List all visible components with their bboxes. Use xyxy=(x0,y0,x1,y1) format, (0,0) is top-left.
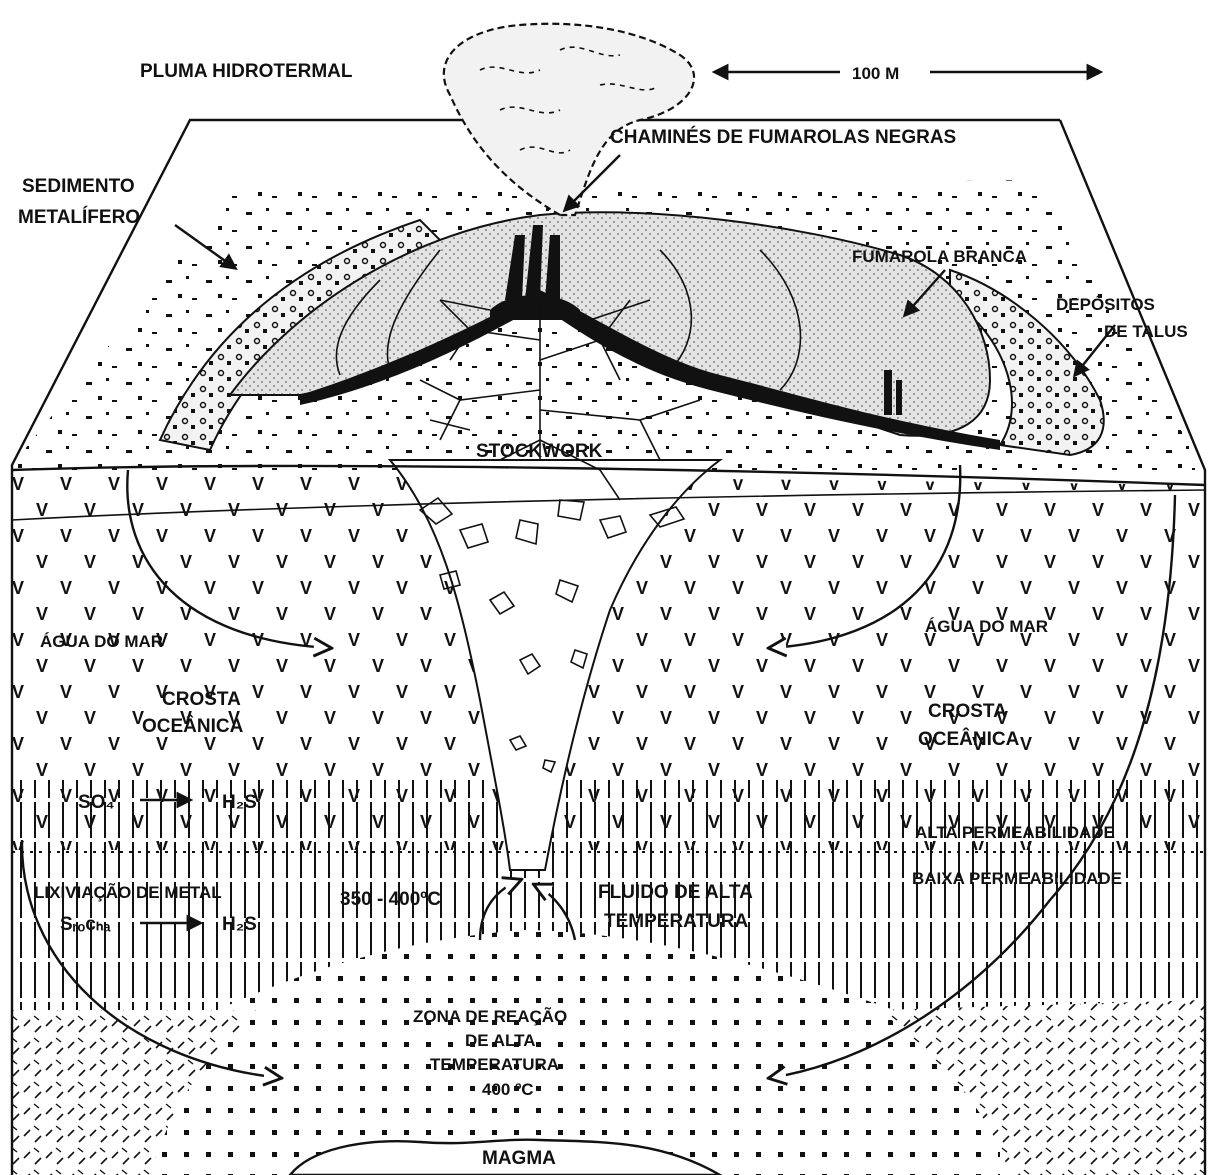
reaction-zone-line3: TEMPERATURA xyxy=(430,1055,559,1074)
sulfur-source-label: Sᵣₒcₕₐ xyxy=(60,914,112,935)
talus-label-line1: DEPÓSITOS xyxy=(1056,295,1155,314)
so4-product-label: H₂S xyxy=(222,792,257,813)
so4-label: SO₄ xyxy=(78,792,115,813)
crust-label-right-line1: CROSTA xyxy=(928,701,1007,722)
crust-label-left-line1: CROSTA xyxy=(162,689,241,710)
high-temp-fluid-line2: TEMPERATURA xyxy=(604,911,749,932)
talus-label-line2: DE TALUS xyxy=(1104,322,1188,341)
plume-label: PLUMA HIDROTERMAL xyxy=(140,61,353,82)
sediment-label-line1: SEDIMENTO xyxy=(22,176,135,197)
reaction-zone-line1: ZONA DE REAÇÃO xyxy=(413,1006,567,1026)
white-smoker-label: FUMAROLA BRANCA xyxy=(852,247,1027,266)
low-permeability-label: BAIXA PERMEABILIDADE xyxy=(912,869,1122,888)
metal-leaching-label: LIXIVIAÇÃO DE METAL xyxy=(34,882,222,902)
sediment-label-line2: METALÍFERO xyxy=(18,206,140,228)
crust-label-right-line2: OCEÂNICA xyxy=(918,728,1020,750)
scale-label: 100 M xyxy=(852,64,899,83)
magma-label: MAGMA xyxy=(482,1148,556,1169)
seawater-label-left: ÁGUA DO MAR xyxy=(40,632,163,651)
black-smoker-label: CHAMINÉS DE FUMAROLAS NEGRAS xyxy=(610,126,956,148)
crust-label-left-line2: OCEÂNICA xyxy=(142,715,244,737)
fluid-temperature-label: 350 - 400ºC xyxy=(340,889,441,910)
reaction-zone-temp: 400 ºC xyxy=(482,1080,534,1099)
high-permeability-label: ALTA PERMEABILIDADE xyxy=(915,823,1115,842)
reaction-zone-line2: DE ALTA xyxy=(465,1031,536,1050)
sulfur-product-label: H₂S xyxy=(222,914,257,935)
stockwork-label: STOCKWORK xyxy=(476,441,603,462)
seawater-label-right: ÁGUA DO MAR xyxy=(925,617,1048,636)
high-temp-fluid-line1: FLUIDO DE ALTA xyxy=(598,882,753,903)
